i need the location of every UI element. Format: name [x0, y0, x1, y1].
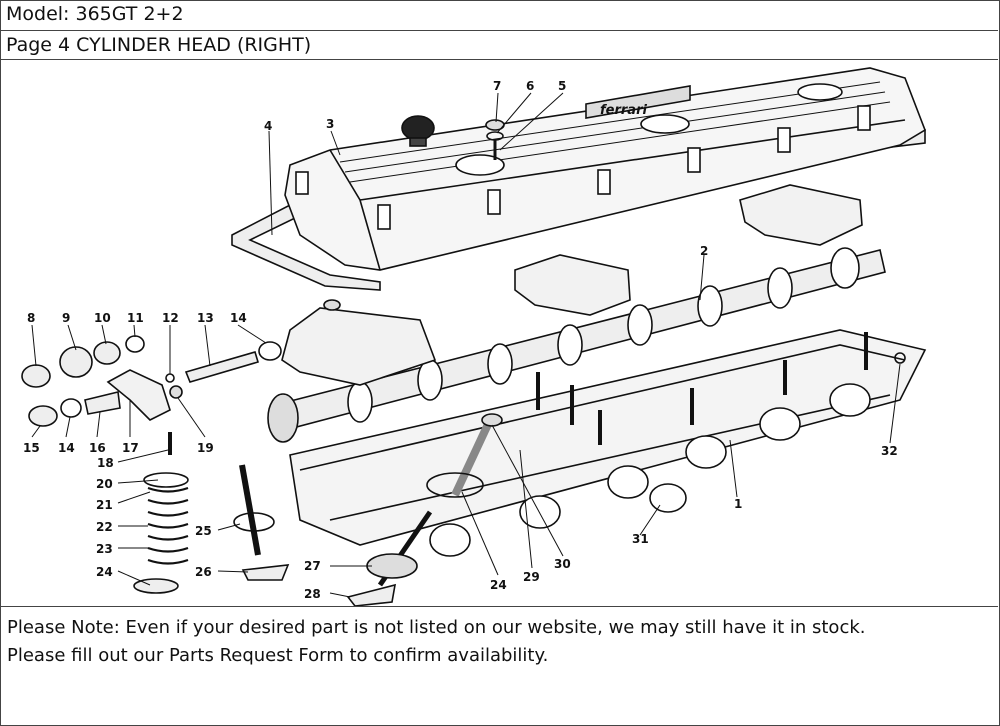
callout-label: 21 [96, 498, 113, 512]
seat-ring [649, 483, 687, 513]
callout-label: 3 [326, 117, 334, 131]
callout-label: 14 [230, 311, 247, 325]
callout-label: 29 [523, 570, 540, 584]
callout-label: 26 [195, 565, 212, 579]
camshaft [267, 247, 886, 443]
valve-lifter-bracket [281, 299, 437, 386]
callout-label: 15 [23, 441, 40, 455]
callout-label: 14 [58, 441, 75, 455]
callout-label: 16 [89, 441, 106, 455]
valve-cover: ferrari [284, 67, 926, 271]
valve-guides-valves [233, 413, 503, 606]
callout-label: 9 [62, 311, 70, 325]
callout-labels: 1 2 3 4 5 6 7 8 9 10 11 12 13 14 15 14 1… [23, 79, 898, 601]
callout-label: 20 [96, 477, 113, 491]
stock-note: Please Note: Even if your desired part i… [7, 614, 997, 670]
callout-label: 18 [97, 456, 114, 470]
callout-label: 24 [490, 578, 507, 592]
callout-label: 7 [493, 79, 501, 93]
cam-bearing-caps [514, 184, 863, 316]
callout-label: 4 [264, 119, 272, 133]
callout-label: 1 [734, 497, 742, 511]
callout-label: 6 [526, 79, 534, 93]
model-title: Model: 365GT 2+2 [0, 0, 998, 31]
stock-note-line-2: Please fill out our Parts Request Form t… [7, 645, 549, 666]
cylinder-head [289, 329, 927, 557]
rocker-small-parts [21, 335, 282, 594]
callout-label: 17 [122, 441, 139, 455]
callout-label: 30 [554, 557, 571, 571]
callout-label: 32 [881, 444, 898, 458]
stock-note-line-1: Please Note: Even if your desired part i… [7, 617, 866, 638]
callout-label: 23 [96, 542, 113, 556]
callout-label: 27 [304, 559, 321, 573]
diagram-svg: ferrari [21, 67, 927, 606]
callout-label: 25 [195, 524, 212, 538]
callout-label: 10 [94, 311, 111, 325]
callout-label: 19 [197, 441, 214, 455]
callout-label: 28 [304, 587, 321, 601]
callout-label: 2 [700, 244, 708, 258]
page-title: Page 4 CYLINDER HEAD (RIGHT) [0, 31, 998, 60]
callout-label: 22 [96, 520, 113, 534]
head-stud [894, 352, 906, 364]
callout-label: 13 [197, 311, 214, 325]
callout-label: 31 [632, 532, 649, 546]
callout-label: 11 [127, 311, 144, 325]
exploded-parts-diagram: ferrari [0, 60, 998, 607]
leader-lines [31, 92, 901, 598]
callout-label: 5 [558, 79, 566, 93]
cover-brand-text: ferrari [600, 103, 647, 118]
callout-label: 8 [27, 311, 35, 325]
callout-label: 24 [96, 565, 113, 579]
callout-label: 12 [162, 311, 179, 325]
